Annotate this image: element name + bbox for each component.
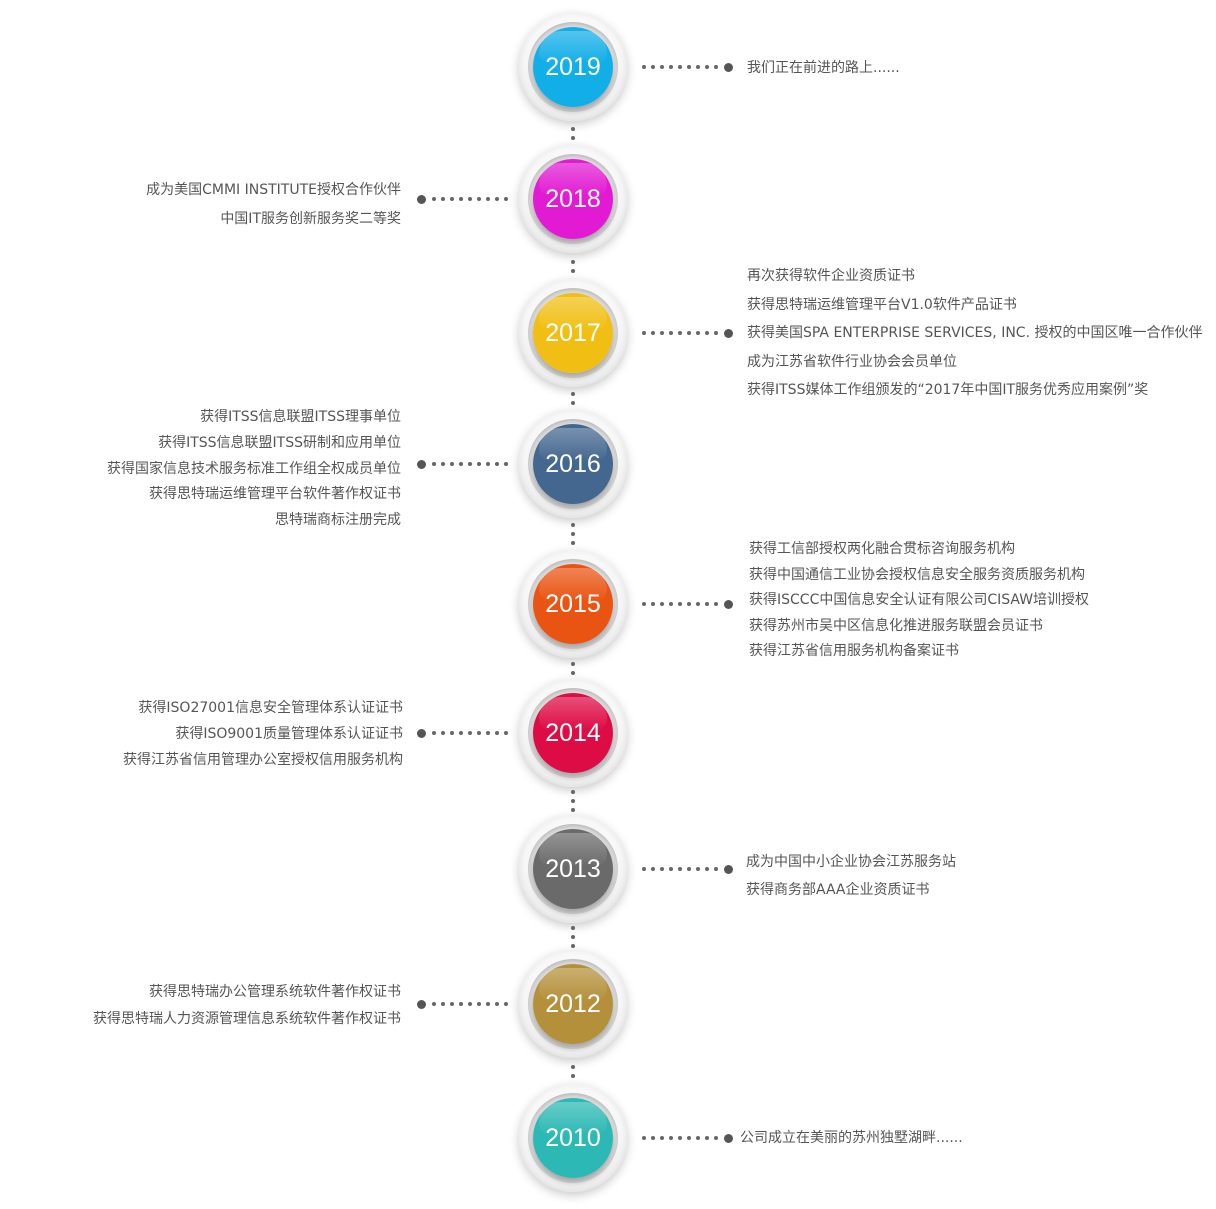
events-2018: 成为美国CMMI INSTITUTE授权合作伙伴中国IT服务创新服务奖二等奖 — [146, 176, 401, 234]
year-node-2013: 2013 — [519, 815, 627, 923]
event-item: 中国IT服务创新服务奖二等奖 — [220, 211, 401, 227]
event-item: 成为江苏省软件行业协会会员单位 — [747, 353, 957, 370]
event-item: 获得商务部AAA企业资质证书 — [746, 882, 930, 898]
event-connector — [417, 459, 513, 469]
event-item: 获得ITSS信息联盟ITSS理事单位 — [200, 409, 401, 425]
year-label: 2013 — [545, 854, 601, 883]
event-item: 获得思特瑞人力资源管理信息系统软件著作权证书 — [93, 1011, 401, 1027]
year-node-2017: 2017 — [519, 279, 627, 387]
event-connector — [642, 62, 733, 72]
event-item: 公司成立在美丽的苏州独墅湖畔...... — [740, 1130, 963, 1146]
year-badge: 2013 — [533, 829, 613, 909]
vertical-connector — [571, 392, 575, 410]
event-item: 获得ISO9001质量管理体系认证证书 — [175, 726, 403, 742]
event-item: 获得ISCCC中国信息安全认证有限公司CISAW培训授权 — [749, 592, 1090, 608]
event-item: 获得思特瑞运维管理平台V1.0软件产品证书 — [747, 296, 1017, 313]
event-item: 获得ITSS信息联盟ITSS研制和应用单位 — [158, 434, 401, 451]
year-badge: 2019 — [533, 27, 613, 107]
year-badge: 2016 — [533, 424, 613, 504]
event-item: 获得工信部授权两化融合贯标咨询服务机构 — [749, 541, 1015, 557]
events-2016: 获得ITSS信息联盟ITSS理事单位获得ITSS信息联盟ITSS研制和应用单位获… — [107, 405, 401, 534]
year-label: 2014 — [545, 718, 601, 747]
vertical-connector — [571, 790, 575, 817]
event-item: 获得苏州市吴中区信息化推进服务联盟会员证书 — [749, 617, 1043, 634]
year-badge: 2017 — [533, 293, 613, 373]
year-badge: 2015 — [533, 564, 613, 644]
event-connector — [417, 728, 513, 738]
event-connector — [642, 599, 733, 609]
vertical-connector — [571, 1064, 575, 1083]
year-label: 2015 — [545, 589, 601, 618]
events-2015: 获得工信部授权两化融合贯标咨询服务机构获得中国通信工业协会授权信息安全服务资质服… — [749, 537, 1089, 665]
events-2010: 公司成立在美丽的苏州独墅湖畔...... — [740, 1128, 963, 1148]
event-connector — [642, 328, 733, 338]
vertical-connector — [571, 523, 575, 550]
event-connector — [642, 864, 733, 874]
event-item: 获得思特瑞办公管理系统软件著作权证书 — [149, 984, 401, 1000]
event-item: 获得美国SPA ENTERPRISE SERVICES, INC. 授权的中国区… — [747, 325, 1203, 341]
event-item: 成为中国中小企业协会江苏服务站 — [746, 854, 956, 870]
events-2014: 获得ISO27001信息安全管理体系认证证书获得ISO9001质量管理体系认证证… — [123, 695, 403, 773]
vertical-connector — [571, 126, 575, 145]
year-label: 2012 — [545, 989, 601, 1018]
events-2013: 成为中国中小企业协会江苏服务站获得商务部AAA企业资质证书 — [746, 848, 956, 904]
year-node-2010: 2010 — [519, 1084, 627, 1192]
year-badge: 2018 — [533, 159, 613, 239]
events-2019: 我们正在前进的路上...... — [747, 58, 900, 78]
event-item: 再次获得软件企业资质证书 — [747, 268, 915, 284]
vertical-connector — [571, 259, 575, 278]
events-2017: 再次获得软件企业资质证书获得思特瑞运维管理平台V1.0软件产品证书获得美国SPA… — [747, 262, 1202, 405]
vertical-connector — [571, 662, 575, 680]
vertical-connector — [571, 925, 575, 953]
year-label: 2017 — [545, 318, 601, 347]
event-item: 获得ISO27001信息安全管理体系认证证书 — [138, 700, 403, 716]
year-badge: 2012 — [533, 964, 613, 1044]
events-2012: 获得思特瑞办公管理系统软件著作权证书获得思特瑞人力资源管理信息系统软件著作权证书 — [93, 979, 401, 1033]
year-node-2015: 2015 — [519, 550, 627, 658]
year-node-2012: 2012 — [519, 950, 627, 1058]
year-node-2018: 2018 — [519, 145, 627, 253]
year-label: 2016 — [545, 449, 601, 478]
event-connector — [417, 194, 513, 204]
event-item: 获得思特瑞运维管理平台软件著作权证书 — [149, 486, 401, 503]
event-item: 我们正在前进的路上...... — [747, 60, 900, 76]
year-node-2016: 2016 — [519, 410, 627, 518]
event-item: 思特瑞商标注册完成 — [275, 512, 401, 529]
event-connector — [417, 999, 513, 1009]
event-item: 获得ITSS媒体工作组颁发的“2017年中国IT服务优秀应用案例”奖 — [747, 382, 1149, 398]
event-item: 获得国家信息技术服务标准工作组全权成员单位 — [107, 460, 401, 477]
event-connector — [642, 1133, 733, 1143]
year-badge: 2014 — [533, 693, 613, 773]
event-item: 获得中国通信工业协会授权信息安全服务资质服务机构 — [749, 566, 1085, 583]
year-label: 2018 — [545, 184, 601, 213]
event-item: 成为美国CMMI INSTITUTE授权合作伙伴 — [146, 182, 401, 198]
year-label: 2010 — [545, 1123, 601, 1152]
year-node-2014: 2014 — [519, 679, 627, 787]
year-label: 2019 — [545, 52, 601, 81]
year-badge: 2010 — [533, 1098, 613, 1178]
year-node-2019: 2019 — [519, 13, 627, 121]
event-item: 获得江苏省信用管理办公室授权信用服务机构 — [123, 752, 403, 768]
event-item: 获得江苏省信用服务机构备案证书 — [749, 643, 959, 659]
